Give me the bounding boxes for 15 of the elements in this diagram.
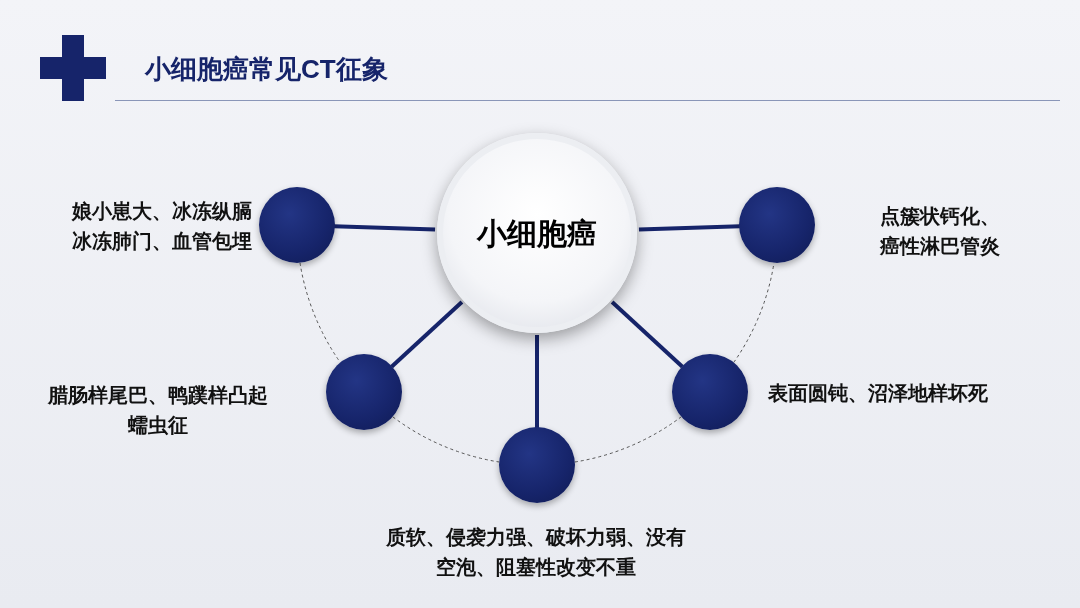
dashed-arc bbox=[574, 416, 682, 463]
feature-text: 质软、侵袭力强、破坏力弱、没有空泡、阻塞性改变不重 bbox=[385, 525, 687, 580]
center-label: 小细胞癌 bbox=[477, 215, 597, 252]
title: 小细胞癌常见CT征象 bbox=[145, 53, 388, 86]
feature-text: 娘小崽大、冰冻纵膈冰冻肺门、血管包埋 bbox=[70, 199, 252, 254]
connector-line bbox=[638, 224, 741, 232]
dashed-arc bbox=[392, 416, 500, 463]
connector-line bbox=[333, 224, 436, 232]
connector-line bbox=[535, 335, 539, 428]
feature-text: 腊肠样尾巴、鸭蹼样凸起蠕虫征 bbox=[46, 383, 269, 438]
feature-text: 表面圆钝、沼泽地样坏死 bbox=[768, 381, 989, 406]
connector-line bbox=[610, 300, 684, 369]
dashed-arc bbox=[299, 262, 341, 363]
connector-line bbox=[390, 300, 464, 369]
feature-text: 点簇状钙化、癌性淋巴管炎 bbox=[879, 204, 1001, 259]
